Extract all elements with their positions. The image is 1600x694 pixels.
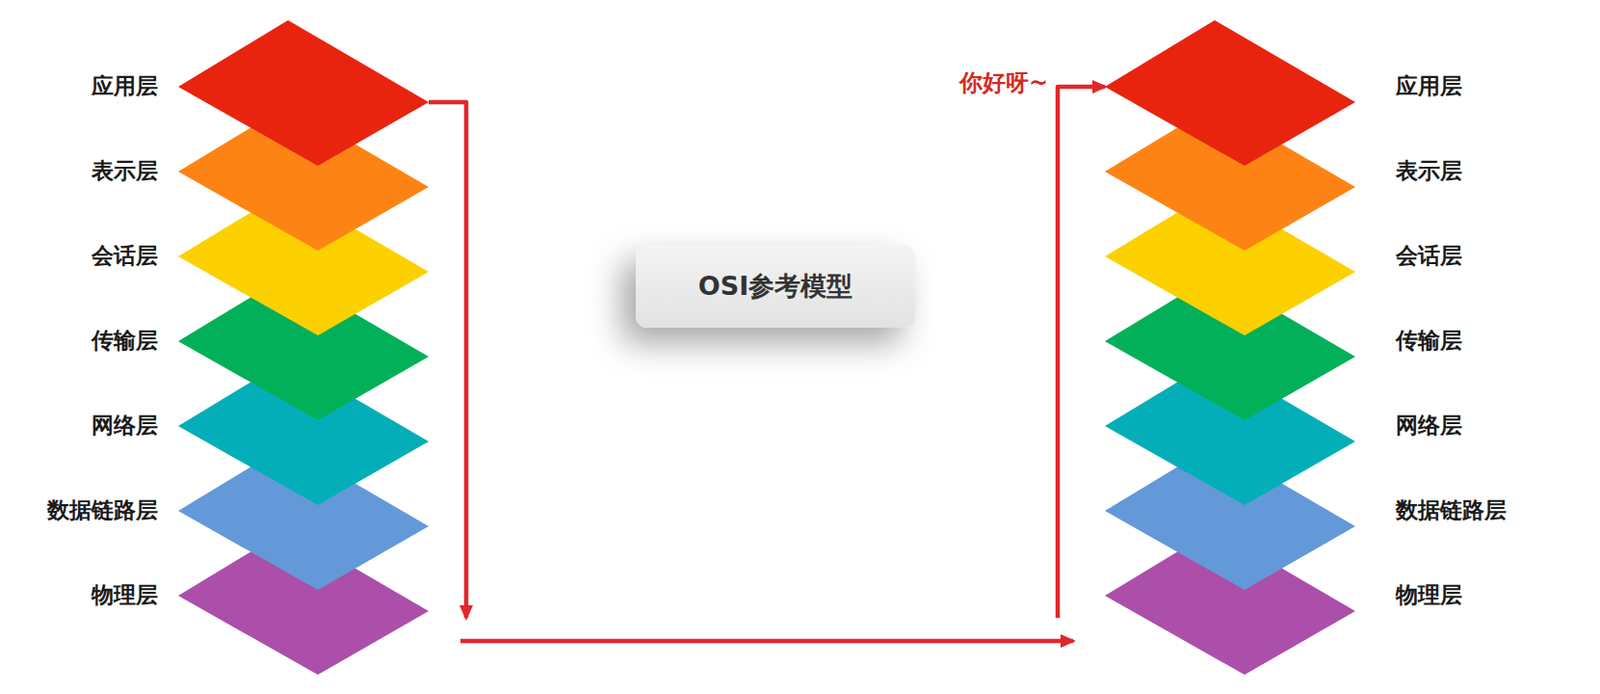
- diamond-shape: [178, 189, 429, 336]
- layer-plane: 应用层: [178, 20, 429, 166]
- layer-name: 物理层: [1395, 581, 1463, 609]
- layer-name: 物理层: [91, 581, 158, 609]
- layer-name: 表示层: [1395, 157, 1463, 185]
- layer-name: 传输层: [91, 327, 158, 355]
- layer-name: 网络层: [1395, 412, 1463, 440]
- layer-name: 数据链路层: [1395, 497, 1507, 525]
- layer-diamond: [178, 20, 429, 166]
- layer-name: 应用层: [1395, 73, 1463, 101]
- diamond-shape: [1104, 189, 1356, 336]
- diamond-shape: [1104, 274, 1356, 420]
- message-note: 你好呀~: [959, 69, 1049, 98]
- layer-name: 传输层: [1395, 327, 1463, 355]
- layer-plane: 应用层: [1104, 20, 1356, 166]
- layer-name: 网络层: [91, 412, 158, 440]
- layer-name: 表示层: [91, 157, 158, 185]
- diamond-shape: [1104, 359, 1356, 505]
- layer-name: 应用层: [91, 73, 158, 101]
- box-title: OSI参考模型: [698, 270, 853, 302]
- diamond-shape: [1104, 20, 1356, 166]
- title-box: OSI参考模型: [635, 244, 916, 328]
- diamond-shape: [1104, 104, 1356, 251]
- flow-line: [460, 638, 1074, 644]
- layer-name: 数据链路层: [47, 497, 158, 525]
- layer-diamond: [1104, 20, 1356, 166]
- diamond-shape: [1104, 528, 1356, 675]
- diamond-shape: [178, 104, 429, 251]
- diamond-shape: [1104, 444, 1356, 590]
- diamond-shape: [178, 528, 429, 675]
- layer-name: 会话层: [1395, 242, 1463, 270]
- layer-name: 会话层: [91, 242, 158, 270]
- flow-line: [428, 102, 467, 618]
- data-flow-arrow: [428, 86, 1105, 641]
- flow-line: [1057, 86, 1105, 618]
- diamond-shape: [178, 20, 429, 166]
- diamond-shape: [178, 444, 429, 590]
- diamond-shape: [178, 359, 429, 505]
- diamond-shape: [178, 274, 429, 420]
